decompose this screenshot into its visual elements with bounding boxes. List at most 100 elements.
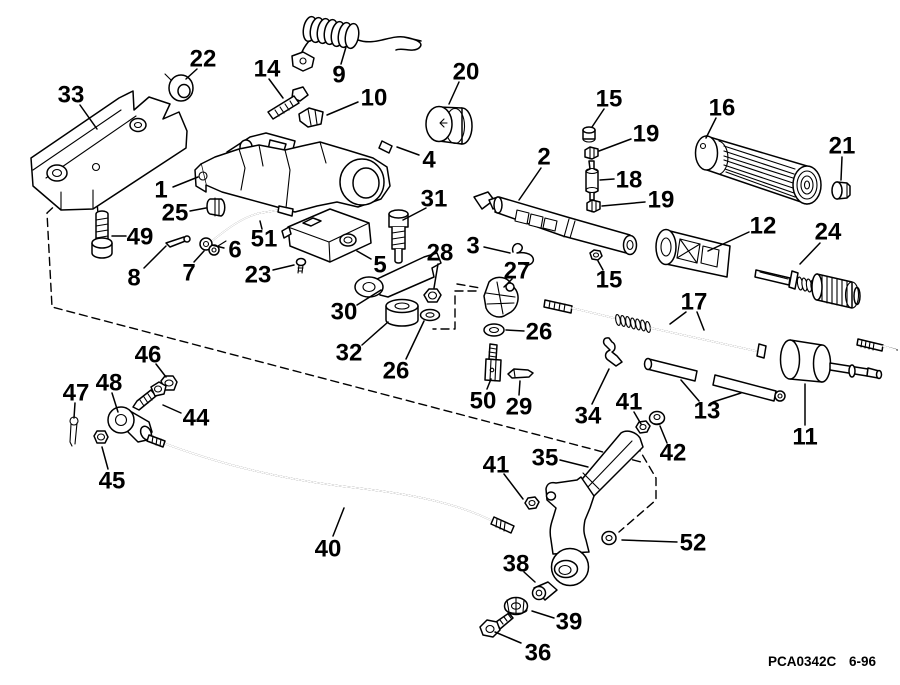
leader-line-15 [597,260,604,271]
leader-line-34 [591,368,610,405]
callout-31: 31 [421,186,448,213]
part-49-bolt [91,210,113,259]
leader-line-17 [669,311,687,325]
leader-line-7 [193,250,205,263]
part-2-throttle-shaft [473,191,638,256]
part-20-cap [425,105,473,145]
leader-line-29 [518,380,521,396]
callout-8: 8 [127,265,140,292]
leader-line-26 [505,329,525,332]
part-27-clamp [483,276,519,318]
leader-line-3 [483,246,511,254]
part-11-grommet-knob [779,339,883,383]
leader-line-28 [433,263,439,289]
callout-34: 34 [575,403,602,430]
part-33-mount-bracket [30,90,188,211]
part-52-washer [601,530,617,546]
callout-29: 29 [506,394,533,421]
leader-line-39 [531,610,555,619]
callout-3: 3 [466,233,479,260]
part-47-cotter-pin [69,416,79,447]
leader-line-9 [340,46,347,65]
part-9-safety-lanyard [291,15,422,72]
part-32-bushing [385,298,419,327]
callout-9: 9 [332,62,345,89]
callout-21: 21 [829,133,856,160]
part-8-pin [165,235,191,248]
callout-49: 49 [127,224,154,251]
callout-26: 26 [383,358,410,385]
callout-46: 46 [135,342,162,369]
diagram-revision-date: 6-96 [849,654,877,669]
callout-41: 41 [483,452,510,479]
leader-line-20 [448,81,460,105]
part-29-lever [507,368,534,379]
leader-line-26 [405,320,425,360]
part-1-steering-bracket [194,132,391,213]
leader-line-5 [356,250,372,260]
leader-line-14 [268,78,284,99]
callout-42: 42 [660,440,687,467]
leader-line-22 [185,68,198,80]
leader-line-13 [680,379,700,402]
callout-47: 47 [63,380,90,407]
callout-10: 10 [361,85,388,112]
part-44-bolt [132,381,167,411]
leader-line-8 [143,245,167,269]
part-31-pivot-pin [388,209,409,264]
callout-16: 16 [709,95,736,122]
callout-15: 15 [596,86,623,113]
leader-line-45 [101,446,109,470]
leader-line-23 [272,264,295,271]
callout-38: 38 [503,551,530,578]
leader-line-1 [172,176,199,188]
callout-20: 20 [453,59,480,86]
leader-line-41 [633,411,642,425]
part-35-steering-arm [545,430,644,587]
part-16-grip [694,135,822,205]
callout-7: 7 [182,260,195,287]
leader-line-51 [259,220,263,230]
part-21-cap [831,181,851,200]
part-42-locknut [648,410,666,426]
part-17-throttle-cable [543,299,898,359]
leader-line-31 [402,207,427,221]
part-5-switch-assembly [281,208,372,263]
leader-line-48 [111,392,119,413]
part-39-locknut [503,596,529,616]
part-50-stud [484,343,502,382]
leader-line-19 [601,201,646,207]
part-26-washers [419,308,505,337]
leader-line-21 [840,156,843,181]
callout-6: 6 [228,237,241,264]
callout-19: 19 [648,187,675,214]
part-45-nut [93,430,109,444]
callout-23: 23 [245,262,272,289]
callout-19: 19 [633,121,660,148]
part-19-clips [584,146,601,213]
leader-line-25 [189,207,207,212]
callout-44: 44 [183,405,210,432]
part-30-bracket [354,252,442,298]
leader-line-10 [326,101,359,116]
part-25-clip [206,197,226,217]
callout-4: 4 [422,147,436,174]
callout-48: 48 [96,370,123,397]
callout-15: 15 [596,267,623,294]
leader-line-4 [396,146,420,156]
part-23-screw [295,257,307,274]
callout-2: 2 [537,144,550,171]
part-15-caps [582,126,603,261]
leader-line-50 [486,378,492,390]
part-41-nuts [524,420,651,510]
callout-18: 18 [616,167,643,194]
part-40-steering-link-rod [146,434,515,534]
callout-24: 24 [815,219,842,246]
leader-line-47 [73,402,76,419]
callout-5: 5 [373,252,386,279]
leader-line-18 [599,178,615,181]
leader-line-52 [621,539,678,543]
leader-line-13 [712,392,742,403]
leader-line-16 [705,117,717,139]
